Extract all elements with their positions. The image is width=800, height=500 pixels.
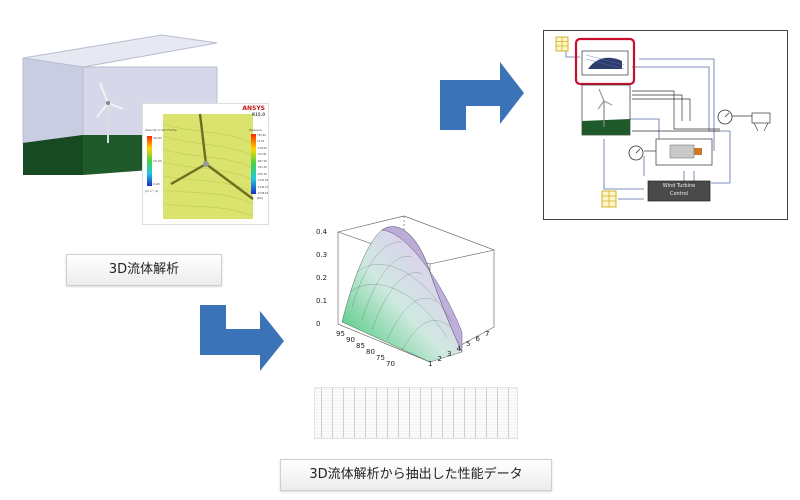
x-tick-label: 5 <box>466 340 471 348</box>
controller-label-2: Control <box>669 191 689 197</box>
pressure-tick-label: -372.81 <box>257 153 267 157</box>
pressure-legend-unit: [Pa] <box>257 196 263 200</box>
lookup-table-icon-2 <box>601 190 617 208</box>
pressure-tick-label: -667.18 <box>257 159 267 163</box>
ansys-logo-version: R15.0 <box>252 112 265 117</box>
turbine-controller-block <box>647 180 711 202</box>
performance-data-caption: 3D流体解析から抽出した性能データ <box>280 459 552 491</box>
z-tick-label: 0.4 <box>316 228 328 236</box>
velocity-tick-label: 30.00 <box>153 136 162 140</box>
system-block-diagram: Wind Turbine Control <box>543 30 788 220</box>
controller-label-1: Wind Turbine <box>662 183 696 189</box>
velocity-tick-label: 0.00 <box>153 182 160 186</box>
torque-sensor-icon <box>628 145 644 161</box>
y-tick-label: 85 <box>356 342 365 350</box>
x-tick-label: 6 <box>475 335 480 343</box>
y-tick-label: 80 <box>366 348 375 356</box>
ansys-logo-text: ANSYS <box>242 105 265 112</box>
arrow-to-surface-plot <box>200 305 284 371</box>
z-tick-label: 0.2 <box>316 274 328 282</box>
pressure-tick-label: -955.78 <box>257 172 267 176</box>
pressure-tick-label: -1150.04 <box>257 179 269 183</box>
performance-data-table <box>314 387 518 439</box>
electrical-load-icon <box>751 112 771 132</box>
velocity-legend-ticks: 30.00 15.00 0.00 <box>153 136 167 186</box>
x-tick-label: 4 <box>456 345 461 353</box>
lookup-table-icon <box>555 36 569 52</box>
z-tick-label: 0.3 <box>316 251 328 259</box>
velocity-tick-label: 15.00 <box>153 159 162 163</box>
turbine-icon <box>96 82 124 143</box>
arrow-to-system-model <box>440 62 524 130</box>
pressure-tick-label: -178.56 <box>257 146 267 150</box>
pressure-tick-label: 27.02 <box>257 140 265 144</box>
z-tick-label: 0 <box>316 320 321 328</box>
x-tick-label: 7 <box>485 330 490 338</box>
pressure-tick-label: -761.48 <box>257 166 267 170</box>
y-tick-label: 70 <box>386 360 395 368</box>
x-tick-label: 3 <box>447 350 452 358</box>
cfd-result-panel: ANSYS R15.0 Velocity In Stn Frame 30.00 1… <box>142 103 269 225</box>
pressure-tick-label: 732.69 <box>257 134 266 137</box>
z-axis-ticks: 0 0.1 0.2 0.3 0.4 <box>316 216 336 336</box>
pressure-tick-label: -1538.64 <box>257 192 269 195</box>
velocity-legend-unit: [m s^-1] <box>145 189 159 193</box>
z-tick-label: 0.1 <box>316 297 328 305</box>
y-tick-label: 75 <box>376 354 385 362</box>
x-tick-label: 1 <box>428 360 433 368</box>
y-tick-label: 95 <box>336 330 345 338</box>
x-tick-label: 2 <box>437 355 442 363</box>
cfd-streamlines <box>147 113 256 219</box>
surface-plot <box>337 215 495 363</box>
cfd-analysis-caption: 3D流体解析 <box>66 254 222 286</box>
block-diagram-canvas <box>555 36 771 208</box>
highlighted-aero-block <box>574 37 636 86</box>
y-tick-label: 90 <box>346 336 355 344</box>
pressure-legend-title: Pressure <box>249 128 262 132</box>
ansys-logo: ANSYS R15.0 <box>242 106 265 118</box>
pressure-legend-ticks: 732.69 27.02 -178.56 -372.81 -667.18 -761.48 -… <box>257 134 269 195</box>
pressure-tick-label: -1344.33 <box>257 185 269 189</box>
speed-sensor-icon <box>717 109 733 125</box>
velocity-legend-title: Velocity In Stn Frame <box>145 128 177 132</box>
